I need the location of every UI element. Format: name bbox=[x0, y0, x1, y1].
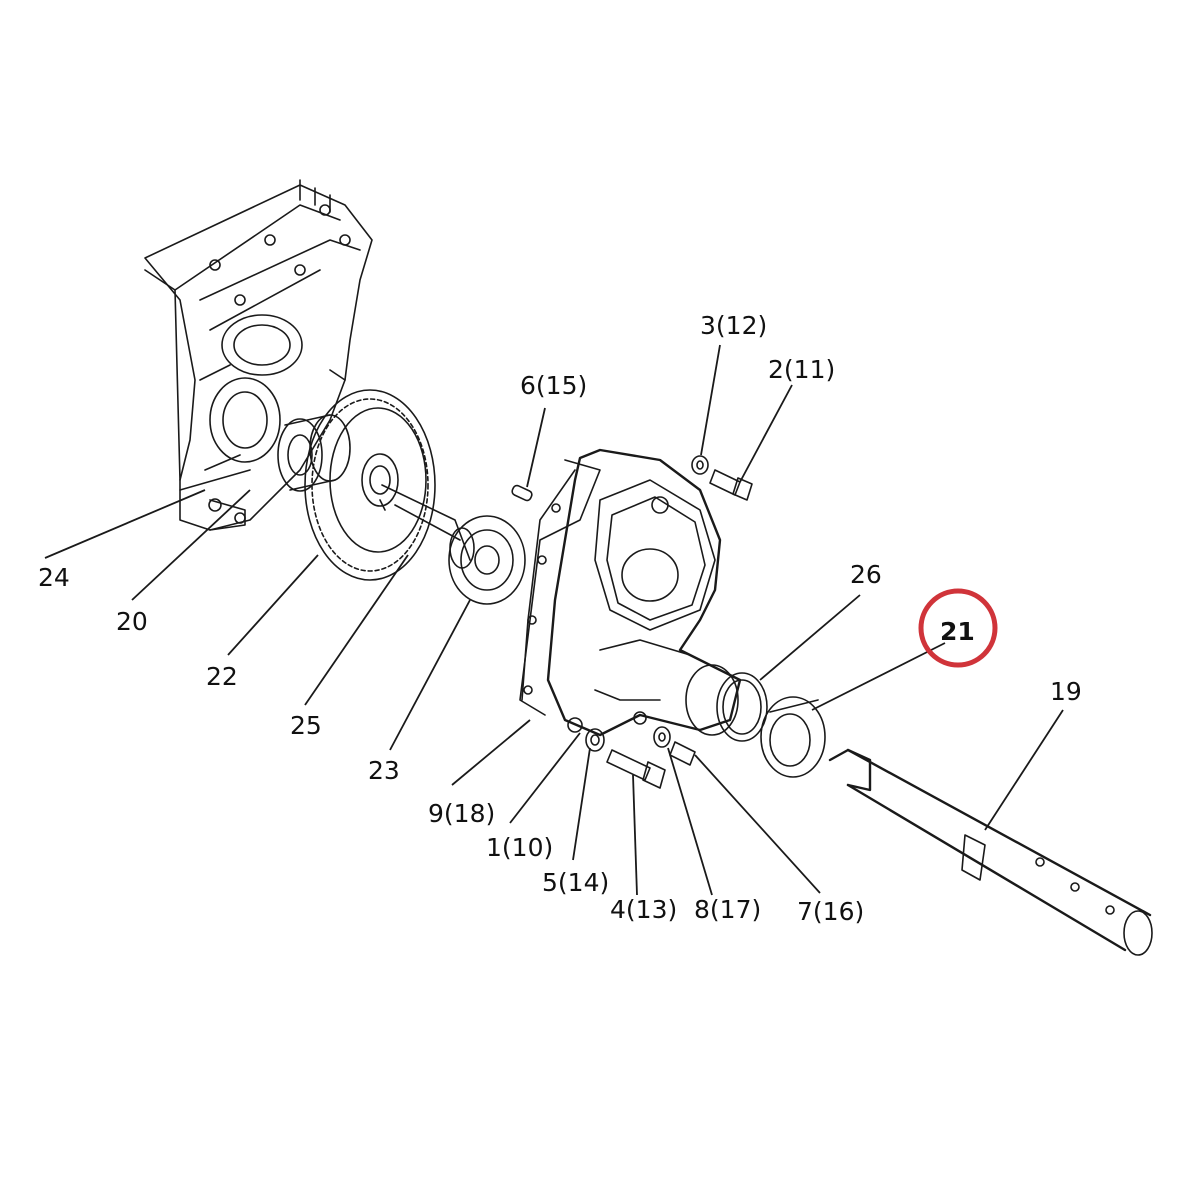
callout-label-19: 19 bbox=[1050, 677, 1082, 706]
engine-block-drawing bbox=[144, 179, 373, 531]
callout-label-3: 3(12) bbox=[700, 311, 767, 340]
callout-labels: 24 20 22 25 23 9(18) 1(10) 5(14) 4(13) 8… bbox=[38, 311, 1082, 926]
pto-housing-drawing bbox=[546, 448, 742, 737]
bearing-assembly-drawing bbox=[277, 414, 351, 492]
callout-label-6: 6(15) bbox=[520, 371, 587, 400]
callout-label-26: 26 bbox=[850, 560, 882, 589]
callout-label-20: 20 bbox=[116, 607, 148, 636]
callout-label-7: 7(16) bbox=[797, 897, 864, 926]
gear-shaft-drawing bbox=[379, 484, 471, 561]
callout-label-1: 1(10) bbox=[486, 833, 553, 862]
callout-label-25: 25 bbox=[290, 711, 322, 740]
ball-bearing-drawing bbox=[448, 515, 526, 605]
output-shaft-drawing bbox=[828, 748, 1153, 956]
oil-seal-drawing bbox=[760, 696, 826, 778]
callout-label-9: 9(18) bbox=[428, 799, 495, 828]
callout-label-22: 22 bbox=[206, 662, 238, 691]
callout-label-2: 2(11) bbox=[768, 355, 835, 384]
circlip-drawing bbox=[716, 672, 768, 742]
callout-label-8: 8(17) bbox=[694, 895, 761, 924]
leader-lines bbox=[44, 344, 1064, 896]
callout-label-21: 21 bbox=[940, 617, 975, 646]
callout-label-24: 24 bbox=[38, 563, 70, 592]
callout-label-5: 5(14) bbox=[542, 868, 609, 897]
highlight-circle bbox=[918, 588, 998, 668]
callout-label-23: 23 bbox=[368, 756, 400, 785]
gasket-drawing bbox=[519, 459, 601, 716]
callout-label-4: 4(13) bbox=[610, 895, 677, 924]
large-gear-drawing bbox=[304, 389, 436, 581]
dowel-pin-drawing bbox=[511, 484, 533, 502]
hardware-drawing bbox=[585, 455, 753, 789]
